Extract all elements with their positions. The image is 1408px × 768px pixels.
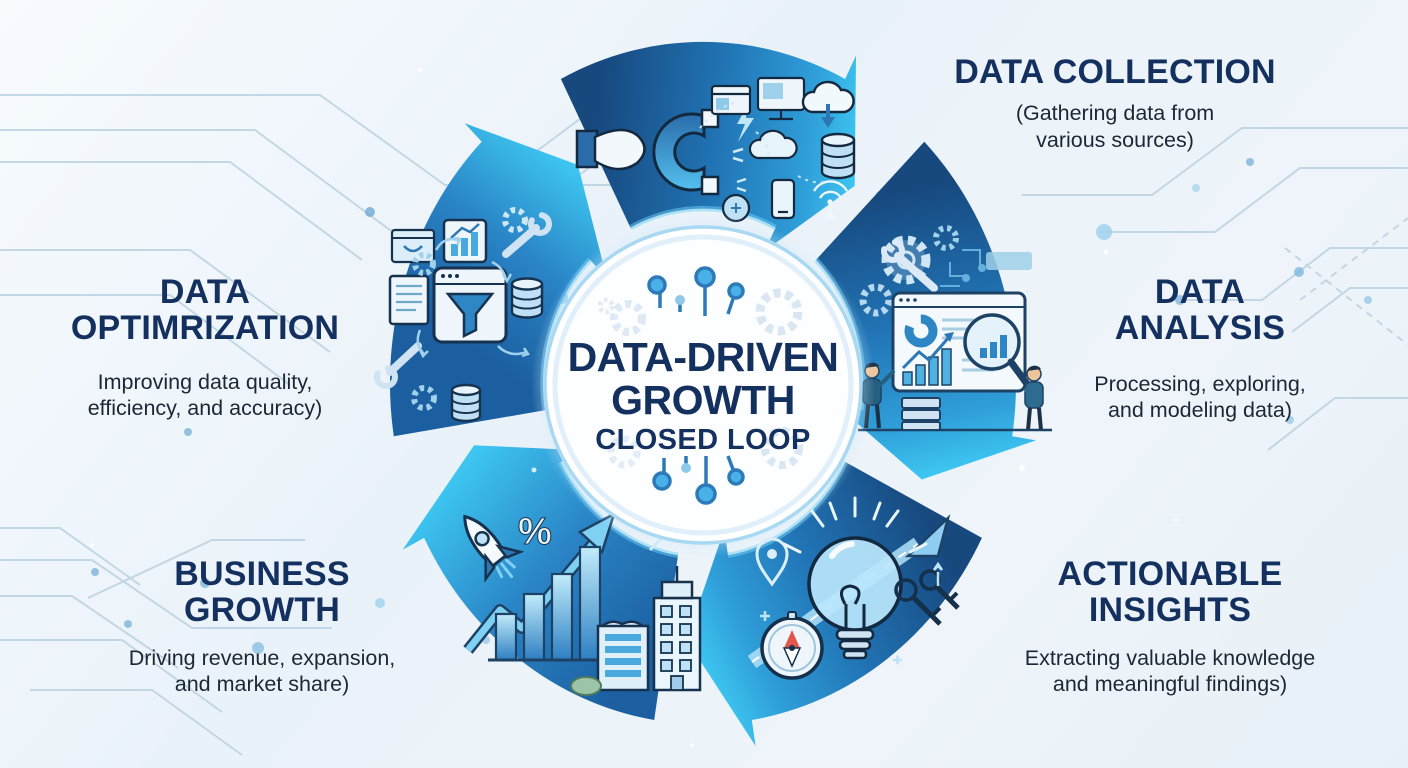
data-optimization-icons [374, 207, 552, 423]
wrench-icon [374, 342, 422, 389]
magnifier-icon [963, 313, 1034, 392]
database-icon [450, 383, 482, 423]
business-growth-icons: % [463, 511, 702, 696]
lightbulb-icon [807, 536, 903, 660]
center-circle [531, 213, 875, 557]
smartphone-icon [770, 178, 796, 220]
funnel-icon [432, 266, 508, 344]
keys-icon [894, 569, 960, 626]
stage-title: DATA OPTIMRIZATION [70, 273, 340, 348]
stage-title: BUSINESS GROWTH [174, 555, 350, 630]
circuit-node-icon [652, 455, 745, 505]
stage-subtitle: (Gathering data from various sources) [1015, 101, 1215, 153]
stage-label-data-analysis: DATA ANALYSIS Processing, exploring, and… [1045, 274, 1355, 424]
lightning-icon [737, 104, 754, 142]
magnet-icon [652, 112, 706, 192]
monitor-icon [756, 76, 806, 121]
compass-icon [760, 611, 824, 680]
stage-title: DATA ANALYSIS [1114, 273, 1286, 348]
stage-subtitle: Improving data quality, efficiency, and … [87, 369, 323, 421]
buildings-icon [570, 566, 702, 696]
stage-subtitle: Driving revenue, expansion, and market s… [128, 645, 396, 697]
document-icon [388, 274, 430, 326]
stage-title: ACTIONABLE INSIGHTS [1057, 555, 1283, 630]
cloud-download-icon [801, 80, 855, 128]
pie-chart-icon [904, 314, 938, 348]
hand-icon [593, 128, 646, 171]
gear-icon [411, 207, 528, 411]
sparkle-decoration [90, 68, 1178, 747]
gear-icon [597, 288, 803, 469]
center-label: DATA-DRIVEN GROWTH CLOSED LOOP [553, 336, 853, 457]
stage-label-data-optimization: DATA OPTIMRIZATION Improving data qualit… [25, 274, 385, 422]
bar-chart-icon [494, 545, 602, 662]
wrench-icon [881, 239, 938, 292]
circuit-node-icon [647, 266, 745, 316]
wrench-icon [502, 212, 552, 258]
browser-window-icon [390, 228, 436, 264]
stage-subtitle: Processing, exploring, and modeling data… [1094, 371, 1306, 423]
server-icon [901, 397, 941, 431]
actionable-insights-icons [747, 496, 960, 680]
analyst-person-icon [1024, 365, 1044, 431]
cycle-arrows-icon [416, 236, 530, 359]
rocket-icon [463, 514, 525, 583]
circuit-decoration-bottom-left-dots [91, 568, 490, 654]
center-subtitle: CLOSED LOOP [595, 424, 811, 457]
database-icon [510, 277, 544, 319]
stage-label-business-growth: BUSINESS GROWTH Driving revenue, expansi… [82, 556, 442, 698]
circuit-trace-icon [940, 249, 986, 287]
stage-title: DATA COLLECTION [954, 53, 1276, 91]
center-title: DATA-DRIVEN GROWTH [567, 334, 839, 423]
circuit-decoration-bottom-left [0, 527, 332, 756]
circuit-decoration-right-dots [1096, 158, 1372, 424]
database-icon [820, 132, 856, 180]
stage-label-actionable-insights: ACTIONABLE INSIGHTS Extracting valuable … [975, 556, 1365, 698]
data-collection-icons [575, 76, 856, 223]
chart-card-icon [442, 218, 488, 264]
stage-subtitle: Extracting valuable knowledge and meanin… [1024, 645, 1316, 697]
stage-label-data-collection: DATA COLLECTION (Gathering data from var… [930, 54, 1300, 154]
lightbulb-rays [782, 496, 928, 554]
antenna-icon [812, 180, 849, 220]
percent-icon: % [518, 511, 552, 553]
browser-window-icon [710, 84, 752, 116]
